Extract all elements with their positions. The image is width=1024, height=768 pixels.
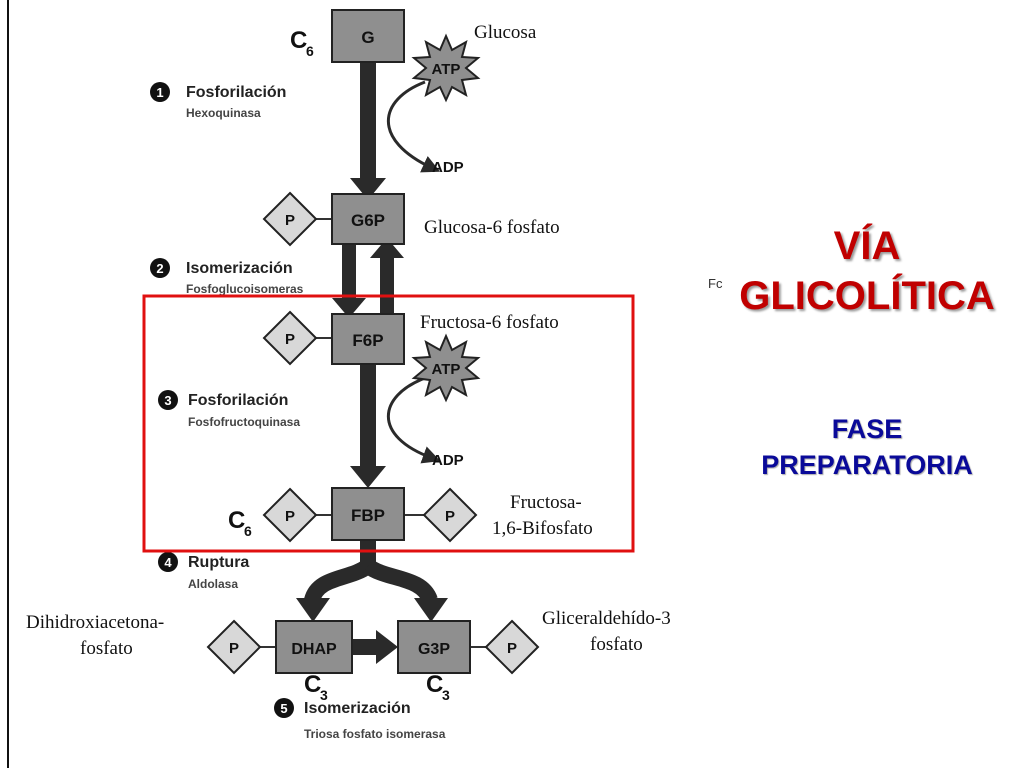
node-fbp-label: FBP [351, 506, 385, 525]
carbon-subscript: 6 [306, 43, 314, 59]
node-g: G [331, 9, 405, 63]
node-g6p-label: G6P [351, 211, 385, 230]
carbon-subscript: 3 [320, 687, 328, 703]
step-number: 4 [164, 555, 172, 570]
atp-burst-3: ATP [411, 333, 481, 403]
step-enzyme: Aldolasa [188, 577, 238, 591]
stray-text: Fc [708, 276, 723, 291]
step-enzyme: Hexoquinasa [186, 106, 261, 120]
arrow-f6p-to-fbp [350, 364, 386, 488]
step-name: Ruptura [188, 554, 249, 571]
atp-adp-curve-1 [387, 80, 441, 173]
label-g3p-line1: Gliceraldehído-3 [542, 608, 671, 629]
label-dhap-line1: Dihidroxiacetona- [26, 612, 164, 633]
adp-label-3: ADP [432, 452, 464, 469]
node-f6p: F6P [331, 313, 405, 365]
label-glucosa-6-fosfato: Glucosa-6 fosfato [424, 217, 560, 238]
label-glucosa: Glucosa [474, 22, 537, 43]
phosphate-label: P [507, 640, 517, 657]
label-fbp-line2: 1,6-Bifosfato [492, 518, 593, 539]
step-number: 3 [164, 393, 171, 408]
step-number: 1 [156, 85, 163, 100]
arrow-g-to-g6p [350, 62, 386, 200]
node-g3p-label: G3P [418, 641, 450, 658]
atp-burst-1: ATP [411, 33, 481, 103]
carbon-c: C [290, 27, 307, 54]
subtitle-line2: PREPARATORIA [761, 450, 973, 480]
carbon-label-fbp: C 6 [228, 507, 252, 539]
carbon-subscript: 6 [244, 523, 252, 539]
phosphate-label: P [285, 331, 295, 348]
carbon-c: C [228, 507, 245, 534]
node-dhap-label: DHAP [291, 641, 337, 658]
label-fbp-line1: Fructosa- [510, 492, 582, 513]
phosphate-label: P [445, 508, 455, 525]
phosphate-label: P [285, 508, 295, 525]
step-2: 2 Isomerización Fosfoglucoisomeras [150, 258, 304, 296]
subtitle-line1: FASE [831, 414, 903, 444]
phosphate-fbp-left: P [262, 487, 318, 543]
step-3: 3 Fosforilación Fosfofructoquinasa [158, 390, 300, 429]
step-number: 2 [156, 261, 163, 276]
step-enzyme: Fosfofructoquinasa [188, 415, 300, 429]
atp-adp-curve-3 [387, 376, 441, 464]
title-line1: VÍA [833, 224, 901, 268]
highlight-box [142, 294, 635, 553]
arrow-fbp-split [296, 540, 448, 622]
step-number: 5 [280, 701, 287, 716]
step-name: Isomerización [186, 260, 293, 277]
carbon-label-g: C 6 [290, 27, 314, 59]
atp-label: ATP [432, 61, 461, 78]
phosphate-fbp-right: P [422, 487, 478, 543]
phosphate-f6p: P [262, 310, 318, 366]
phosphate-g3p: P [484, 619, 540, 675]
slide-border [7, 0, 9, 768]
carbon-label-dhap: C 3 [304, 671, 328, 703]
carbon-c: C [304, 671, 321, 698]
phosphate-g6p: P [262, 191, 318, 247]
atp-label: ATP [432, 361, 461, 378]
adp-label-1: ADP [432, 159, 464, 176]
carbon-c: C [426, 671, 443, 698]
step-5: 5 Isomerización Triosa fosfato isomerasa [274, 698, 446, 741]
step-name: Fosforilación [186, 84, 286, 101]
node-dhap: DHAP [275, 620, 353, 674]
arrow-dhap-to-g3p [352, 630, 398, 664]
phosphate-dhap: P [206, 619, 262, 675]
arrow-g6p-to-f6p [332, 238, 366, 318]
step-name: Fosforilación [188, 392, 288, 409]
phosphate-label: P [285, 212, 295, 229]
node-fbp: FBP [331, 487, 405, 541]
node-g6p: G6P [331, 193, 405, 245]
phosphate-label: P [229, 640, 239, 657]
step-name: Isomerización [304, 700, 411, 717]
step-enzyme: Fosfoglucoisomeras [186, 282, 304, 296]
step-4: 4 Ruptura Aldolasa [158, 552, 249, 591]
node-g-label: G [361, 28, 374, 47]
arrow-f6p-to-g6p [370, 238, 404, 314]
label-fructosa-6-fosfato: Fructosa-6 fosfato [420, 312, 559, 333]
node-g3p: G3P [397, 620, 471, 674]
label-dhap-line2: fosfato [80, 638, 133, 659]
label-g3p-line2: fosfato [590, 634, 643, 655]
carbon-label-g3p: C 3 [426, 671, 450, 703]
title-line2: GLICOLÍTICA [739, 274, 995, 318]
step-enzyme: Triosa fosfato isomerasa [304, 727, 446, 741]
step-1: 1 Fosforilación Hexoquinasa [150, 82, 286, 120]
phosphate-bonds [260, 218, 488, 648]
carbon-subscript: 3 [442, 687, 450, 703]
node-f6p-label: F6P [352, 331, 383, 350]
